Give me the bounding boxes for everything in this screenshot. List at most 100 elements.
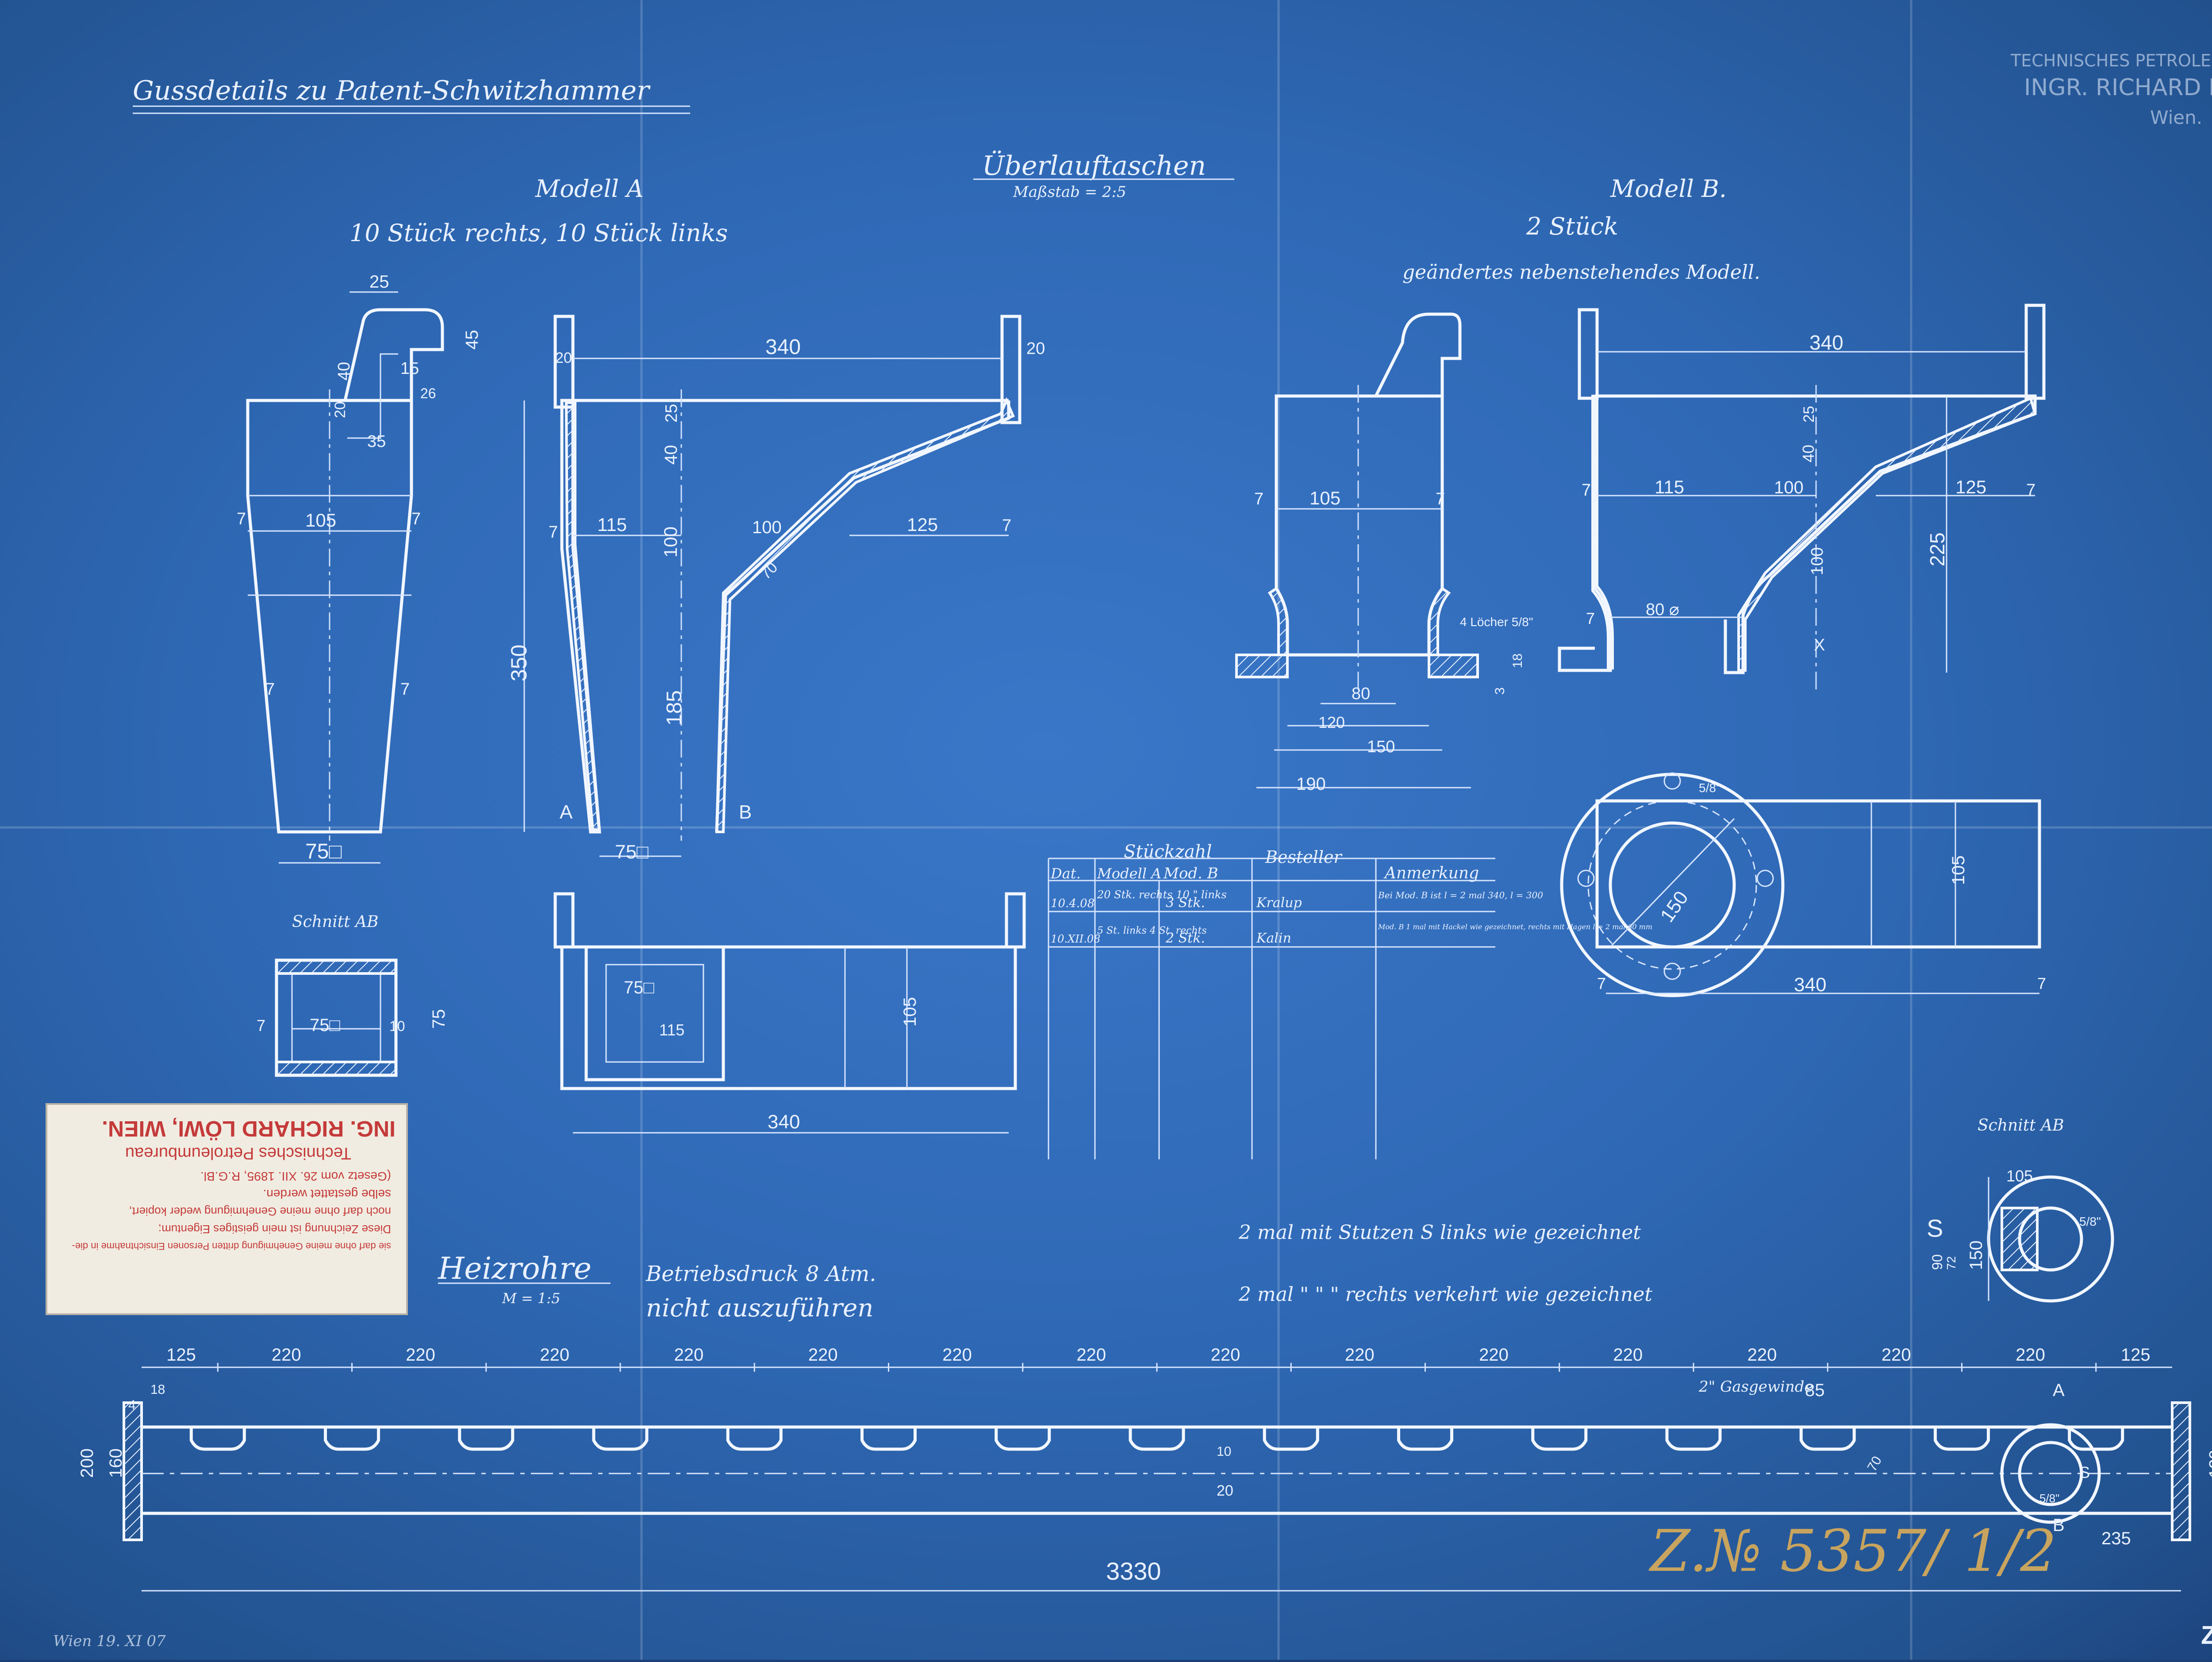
svg-text:40: 40 [335,362,353,381]
section-ab-left: Schnitt AB 75□ 75 7 10 [257,913,449,1077]
svg-text:3: 3 [1493,687,1507,695]
corner-number: ZN: 32P [2201,1621,2212,1650]
svg-text:Mod. B: Mod. B [1163,865,1218,882]
svg-text:A: A [560,801,573,823]
svg-text:ING. RICHARD LÖWI, WIEN.: ING. RICHARD LÖWI, WIEN. [102,1116,396,1141]
order-table: Stückzahl Dat. Modell A Mod. B Besteller… [1048,842,1652,1159]
model-b-title: Modell B. [1610,175,1727,203]
svg-text:25: 25 [1801,406,1817,423]
svg-text:18: 18 [150,1382,165,1397]
svg-text:185: 185 [663,690,686,726]
heizrohre-note-1: Betriebsdruck 8 Atm. [645,1262,876,1286]
svg-text:2" Gasgewinde: 2" Gasgewinde [1698,1378,1813,1396]
pipe-spacing-label: 220 [1211,1345,1240,1365]
svg-text:sie darf ohne meine Genehmigun: sie darf ohne meine Genehmigung dritten … [72,1241,391,1252]
svg-text:20: 20 [555,350,572,366]
model-a-side-view: 350 340 20 20 25 40 115 100 100 125 185 … [507,315,1045,863]
svg-text:85: 85 [1805,1381,1825,1400]
svg-text:45: 45 [462,330,482,350]
svg-text:35: 35 [367,432,386,451]
pipe-total-length: 3330 [1106,1557,1161,1585]
svg-text:7: 7 [265,680,275,699]
svg-text:5 St. links 4 St. rechts: 5 St. links 4 St. rechts [1097,925,1207,936]
svg-text:40: 40 [1799,445,1817,462]
svg-text:7: 7 [1436,490,1445,508]
svg-text:120: 120 [1318,713,1345,731]
svg-text:72: 72 [1944,1256,1958,1270]
svg-text:4 Löcher 5/8": 4 Löcher 5/8" [1460,615,1533,629]
svg-text:18: 18 [1510,654,1525,668]
pipe-spacing-label: 220 [406,1345,435,1365]
pipe-spacing-label: 220 [942,1345,972,1365]
pipe-spacing-label: 220 [540,1345,569,1365]
svg-text:80: 80 [1352,685,1370,703]
svg-text:7: 7 [2026,481,2035,500]
svg-text:75□: 75□ [624,978,654,997]
svg-text:7: 7 [1582,481,1591,500]
pipe-pocket [1933,1427,1990,1451]
svg-text:7: 7 [237,510,246,528]
center-scale: Maßstab = 2:5 [1013,183,1126,201]
label-paper [46,1103,408,1315]
svg-text:20 Stk. rechts 10 " links: 20 Stk. rechts 10 " links [1097,889,1227,901]
svg-text:5/8": 5/8" [1699,781,1720,795]
svg-text:Technisches Petroleumbureau: Technisches Petroleumbureau [125,1144,351,1162]
svg-text:TECHNISCHES PETROLEUMBUREAU: TECHNISCHES PETROLEUMBUREAU [2010,51,2212,70]
svg-text:75□: 75□ [615,841,649,863]
svg-text:7: 7 [1597,974,1606,993]
pipe-spacing-label: 220 [1882,1345,1911,1365]
svg-text:105: 105 [305,510,336,531]
svg-text:X: X [1814,636,1825,654]
pipe-spacing-label: 220 [1345,1345,1375,1365]
svg-text:75□: 75□ [310,1016,340,1035]
svg-text:105: 105 [2006,1167,2033,1185]
pipe-pocket [1531,1427,1588,1451]
svg-text:340: 340 [1809,331,1843,354]
pipe-spacing-label: 220 [2016,1345,2045,1365]
svg-text:125: 125 [1955,477,1986,497]
svg-text:7: 7 [411,510,421,528]
model-b-plan-view: 150 5/8" 105 340 7 7 [1560,772,2046,997]
svg-text:80 ⌀: 80 ⌀ [1646,600,1679,619]
svg-text:340: 340 [1794,974,1826,996]
note-line-2: 2 mal " " " rechts verkehrt wie gezeichn… [1238,1283,1652,1306]
svg-text:40: 40 [661,445,681,465]
section-label-left: Schnitt AB [292,913,379,931]
svg-text:B: B [739,801,752,823]
pipe-pocket [592,1427,649,1451]
heizrohre-note-2: nicht auszuführen [646,1294,873,1323]
svg-text:15: 15 [400,359,419,378]
note-line-1: 2 mal mit Stutzen S links wie gezeichnet [1238,1221,1641,1244]
svg-text:7: 7 [2037,974,2046,993]
svg-text:26: 26 [420,385,436,401]
center-title: Überlauftaschen [982,150,1206,181]
svg-text:S: S [2079,1463,2090,1481]
svg-text:20: 20 [1026,339,1045,358]
pipe-pocket [458,1427,515,1451]
svg-text:105: 105 [1310,488,1340,508]
svg-text:Dat.: Dat. [1050,865,1081,882]
svg-text:INGR. RICHARD LÖWI: INGR. RICHARD LÖWI [2024,74,2212,101]
svg-text:7: 7 [1254,490,1263,508]
svg-text:100: 100 [1774,478,1804,497]
pipe-pocket [726,1427,783,1451]
svg-text:200: 200 [77,1448,97,1478]
svg-text:10.4.08: 10.4.08 [1051,897,1094,910]
table-group-header: Stückzahl [1124,842,1212,862]
pipe-spacing-label: 220 [674,1345,704,1365]
pipe-pocket [1397,1427,1453,1451]
svg-text:7: 7 [1586,609,1595,627]
svg-text:105: 105 [900,997,920,1027]
svg-text:115: 115 [597,514,627,535]
svg-text:7: 7 [1002,516,1011,535]
svg-text:100: 100 [1808,547,1827,575]
model-b-end-view: 105 7 7 80 120 150 190 3 18 4 Löcher 5/8… [1235,312,1533,794]
pipe-pocket [995,1427,1051,1451]
pipe-spacing-label: 125 [2121,1345,2151,1365]
pipe-spacing-label: 220 [1076,1345,1106,1365]
svg-text:115: 115 [1655,477,1684,497]
svg-text:A: A [2053,1381,2065,1400]
svg-text:Modell A: Modell A [1097,865,1161,882]
